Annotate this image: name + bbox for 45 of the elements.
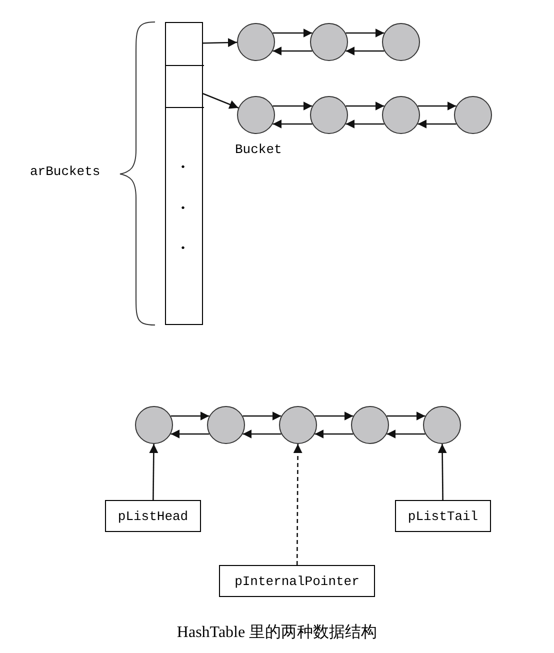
arrow [418, 102, 456, 110]
list-node-circle [207, 406, 245, 444]
list-node-circle [382, 23, 420, 61]
arrow [314, 430, 354, 438]
pointer-box: pListTail [395, 500, 491, 532]
arrow [386, 430, 426, 438]
arrow [418, 120, 456, 128]
arrow [202, 93, 239, 109]
list-node-circle [237, 23, 275, 61]
arrow [170, 412, 210, 420]
list-node-circle [351, 406, 389, 444]
list-node-circle [237, 96, 275, 134]
pointer-box: pInternalPointer [219, 565, 375, 597]
arrow [272, 28, 312, 38]
ellipsis-dot: • [180, 244, 186, 256]
arrow [272, 46, 312, 56]
arrow [346, 46, 384, 56]
arrow [242, 412, 282, 420]
arrow [202, 38, 238, 48]
ellipsis-dot: • [180, 204, 186, 216]
node-label: Bucket [235, 142, 282, 157]
arrow [314, 412, 354, 420]
arrow [242, 430, 282, 438]
arrow [438, 444, 447, 500]
list-node-circle [423, 406, 461, 444]
array-label: arBuckets [30, 164, 100, 179]
arrow [149, 444, 158, 500]
caption: HashTable 里的两种数据结构 [176, 622, 378, 643]
arrow [272, 120, 312, 128]
arrow [346, 102, 384, 110]
arrow [272, 102, 312, 110]
list-node-circle [310, 23, 348, 61]
arrow [293, 444, 302, 565]
list-node-circle [382, 96, 420, 134]
arrow [346, 28, 384, 38]
list-node-circle [135, 406, 173, 444]
arrow [346, 120, 384, 128]
pointer-box: pListHead [105, 500, 201, 532]
list-node-circle [454, 96, 492, 134]
list-node-circle [279, 406, 317, 444]
arrow [386, 412, 426, 420]
ellipsis-dot: • [180, 163, 186, 175]
array-box [165, 22, 203, 325]
list-node-circle [310, 96, 348, 134]
arrow [170, 430, 210, 438]
